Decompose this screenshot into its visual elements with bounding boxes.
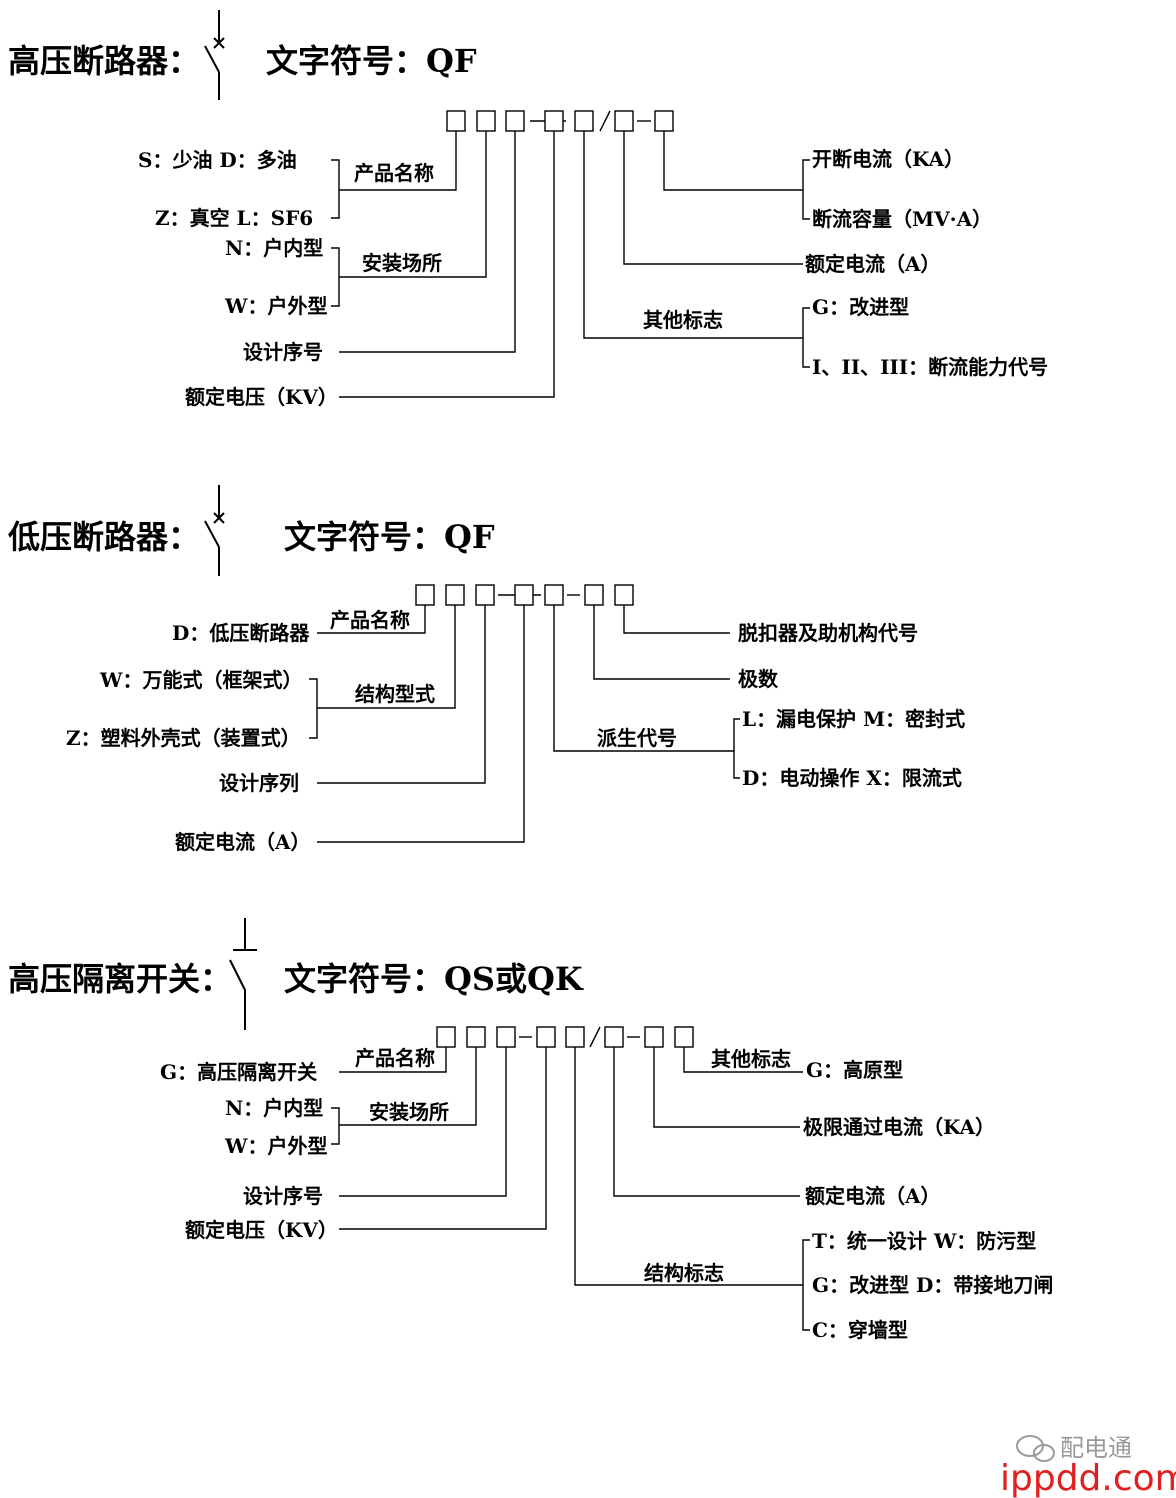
leader-lines bbox=[331, 131, 810, 398]
label-rated-current: 额定电流（A） bbox=[805, 252, 941, 276]
watermark-site: ippdd.com bbox=[1000, 1458, 1176, 1498]
symbol-text: 文字符号：QF bbox=[284, 518, 495, 556]
label-unified: T：统一设计 W：防污型 bbox=[812, 1229, 1036, 1253]
label-product-name: 产品名称 bbox=[355, 1046, 435, 1070]
label-struct-mark: 结构标志 bbox=[644, 1261, 724, 1285]
breaker-symbol-icon bbox=[204, 10, 225, 100]
label-design-series: 设计序列 bbox=[219, 771, 299, 795]
watermark: 配电通 ippdd.com bbox=[1000, 1434, 1176, 1498]
label-other-marks: 其他标志 bbox=[643, 308, 723, 332]
symbol-text: 文字符号：QF bbox=[266, 42, 477, 80]
label-rated-current: 额定电流（A） bbox=[175, 830, 311, 854]
label-release-code: 脱扣器及助机构代号 bbox=[738, 621, 918, 645]
label-design-no: 设计序号 bbox=[243, 340, 323, 364]
label-capacity-code: I、II、III：断流能力代号 bbox=[812, 355, 1048, 379]
label-leak: L：漏电保护 M：密封式 bbox=[742, 707, 965, 731]
section-title: 高压断路器： bbox=[8, 42, 200, 80]
code-boxes bbox=[436, 1026, 694, 1048]
label-molded-case: Z：塑料外壳式（装置式） bbox=[66, 726, 301, 750]
label-oil-type: S：少油 D：多油 bbox=[138, 148, 297, 172]
label-indoor: N：户内型 bbox=[225, 236, 323, 260]
section-title: 低压断路器： bbox=[8, 518, 200, 556]
label-improved-earth: G：改进型 D：带接地刀闸 bbox=[812, 1273, 1053, 1297]
label-product-name: 产品名称 bbox=[354, 161, 434, 185]
label-design-no: 设计序号 bbox=[243, 1184, 323, 1208]
label-lv-breaker: D：低压断路器 bbox=[172, 621, 310, 645]
chat-bubble-icon bbox=[1016, 1435, 1055, 1462]
label-limit-current: 极限通过电流（KA） bbox=[803, 1115, 995, 1139]
label-rated-voltage: 额定电压（KV） bbox=[185, 1218, 338, 1242]
section-hv-breaker: 高压断路器： 文字符号：QF bbox=[8, 10, 1048, 409]
label-hv-disconnector: G：高压隔离开关 bbox=[160, 1060, 317, 1084]
label-install: 安装场所 bbox=[369, 1100, 449, 1124]
labels: G：高压隔离开关 产品名称 N：户内型 W：户外型 安装场所 设计序号 额定电压… bbox=[160, 1046, 1053, 1342]
label-structure: 结构型式 bbox=[355, 682, 435, 706]
label-improved: G：改进型 bbox=[812, 295, 909, 319]
label-poles: 极数 bbox=[738, 667, 779, 691]
label-rated-voltage: 额定电压（KV） bbox=[185, 385, 338, 409]
symbol-text: 文字符号：QS或QK bbox=[284, 960, 584, 998]
label-plateau: G：高原型 bbox=[806, 1058, 903, 1082]
breaker-symbol-icon bbox=[204, 485, 225, 576]
labels: S：少油 D：多油 Z：真空 L：SF6 产品名称 N：户内型 W：户外型 安装… bbox=[138, 147, 1048, 409]
disconnector-symbol-icon bbox=[229, 918, 257, 1030]
code-boxes bbox=[446, 110, 674, 132]
label-universal: W：万能式（框架式） bbox=[99, 668, 302, 692]
label-breaking-current: 开断电流（KA） bbox=[812, 147, 964, 171]
section-title: 高压隔离开关： bbox=[8, 960, 232, 998]
label-motor: D：电动操作 X：限流式 bbox=[742, 766, 962, 790]
label-breaking-capacity: 断流容量（MV·A） bbox=[812, 207, 992, 231]
leader-lines bbox=[331, 1047, 810, 1331]
label-indoor: N：户内型 bbox=[225, 1096, 323, 1120]
label-outdoor: W：户外型 bbox=[224, 294, 327, 318]
label-wall: C：穿墙型 bbox=[812, 1318, 908, 1342]
section-hv-disconnector: 高压隔离开关： 文字符号：QS或QK bbox=[8, 918, 1053, 1342]
label-derived: 派生代号 bbox=[597, 726, 677, 750]
section-lv-breaker: 低压断路器： 文字符号：QF bbox=[8, 485, 965, 854]
label-outdoor: W：户外型 bbox=[224, 1134, 327, 1158]
label-rated-current: 额定电流（A） bbox=[805, 1184, 941, 1208]
code-boxes bbox=[415, 584, 634, 606]
labels: D：低压断路器 产品名称 W：万能式（框架式） Z：塑料外壳式（装置式） 结构型… bbox=[66, 608, 965, 854]
leader-lines bbox=[309, 605, 740, 843]
watermark-brand: 配电通 bbox=[1060, 1434, 1132, 1462]
label-install: 安装场所 bbox=[362, 251, 442, 275]
label-vacuum-sf6: Z：真空 L：SF6 bbox=[155, 206, 313, 230]
label-other-marks: 其他标志 bbox=[711, 1047, 791, 1071]
label-product-name: 产品名称 bbox=[330, 608, 410, 632]
